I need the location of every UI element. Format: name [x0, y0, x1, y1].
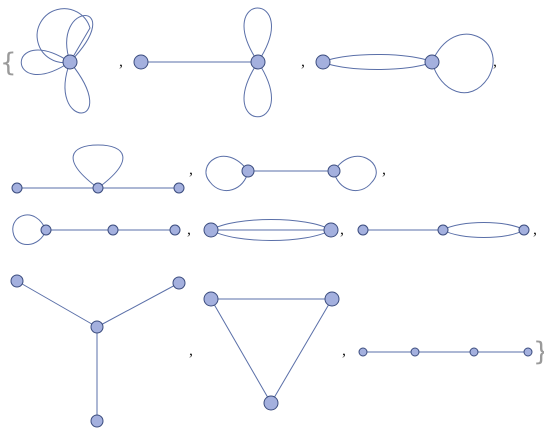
separator: ,	[493, 53, 497, 70]
edge	[210, 219, 332, 231]
vertex	[523, 347, 533, 357]
vertex	[324, 291, 340, 307]
vertex	[437, 224, 449, 236]
graph-double-edge-loop	[315, 33, 494, 94]
separator: ,	[342, 342, 346, 359]
graph-edge-two-loops	[133, 7, 272, 118]
vertex	[357, 224, 369, 236]
open-brace: {	[0, 48, 17, 78]
vertex	[90, 320, 104, 334]
self-loop-edge	[20, 49, 71, 75]
vertex	[62, 54, 78, 70]
vertex	[263, 395, 279, 411]
graph-triangle	[203, 291, 340, 411]
self-loop-edge	[12, 214, 47, 245]
vertex	[518, 224, 530, 236]
separator: ,	[301, 53, 305, 70]
separator: ,	[119, 53, 123, 70]
vertex	[203, 291, 219, 307]
self-loop-edge	[64, 61, 91, 114]
edge	[442, 222, 525, 231]
self-loop-edge	[333, 155, 377, 192]
separator: ,	[189, 161, 193, 178]
vertex	[40, 224, 52, 236]
self-loop-edge	[72, 144, 124, 189]
graph-three-loops	[20, 8, 94, 114]
vertex	[172, 276, 186, 290]
edge	[96, 282, 180, 328]
vertex	[90, 414, 104, 428]
separator: ,	[187, 221, 191, 238]
vertex	[410, 347, 420, 357]
vertex	[133, 54, 149, 70]
edge	[322, 54, 433, 63]
graph-path-four	[358, 347, 533, 357]
self-loop-edge	[243, 61, 272, 118]
vertex	[241, 164, 255, 178]
self-loop-edge	[36, 8, 91, 64]
vertex	[327, 164, 341, 178]
vertex	[92, 182, 104, 194]
separator: ,	[340, 221, 344, 238]
edge	[210, 298, 272, 404]
graph-loop-path	[12, 214, 181, 245]
self-loop-edge	[243, 7, 272, 63]
self-loop-edge	[66, 15, 94, 63]
separator: ,	[189, 342, 193, 359]
edge	[16, 280, 98, 328]
close-brace: }	[533, 337, 544, 367]
self-loop-edge	[205, 155, 249, 192]
vertex	[169, 224, 181, 236]
separator: ,	[382, 161, 386, 178]
vertex	[107, 224, 119, 236]
edge	[210, 229, 332, 241]
edge	[322, 61, 433, 70]
vertex	[469, 347, 479, 357]
vertex	[11, 182, 23, 194]
graph-claw	[10, 274, 186, 428]
graph-edge-double-edge	[357, 222, 530, 238]
vertex	[424, 54, 440, 70]
graph-path-middle-loop	[11, 144, 185, 194]
edge	[442, 229, 525, 238]
vertex	[358, 347, 368, 357]
vertex	[173, 182, 185, 194]
vertex	[10, 274, 24, 288]
separator: ,	[533, 221, 537, 238]
graph-two-loops-edge	[205, 155, 377, 192]
vertex	[203, 222, 219, 238]
self-loop-edge	[431, 33, 494, 94]
vertex	[250, 54, 266, 70]
edge	[270, 298, 333, 404]
vertex	[315, 54, 331, 70]
graph-triple-edge	[203, 219, 339, 241]
vertex	[323, 222, 339, 238]
